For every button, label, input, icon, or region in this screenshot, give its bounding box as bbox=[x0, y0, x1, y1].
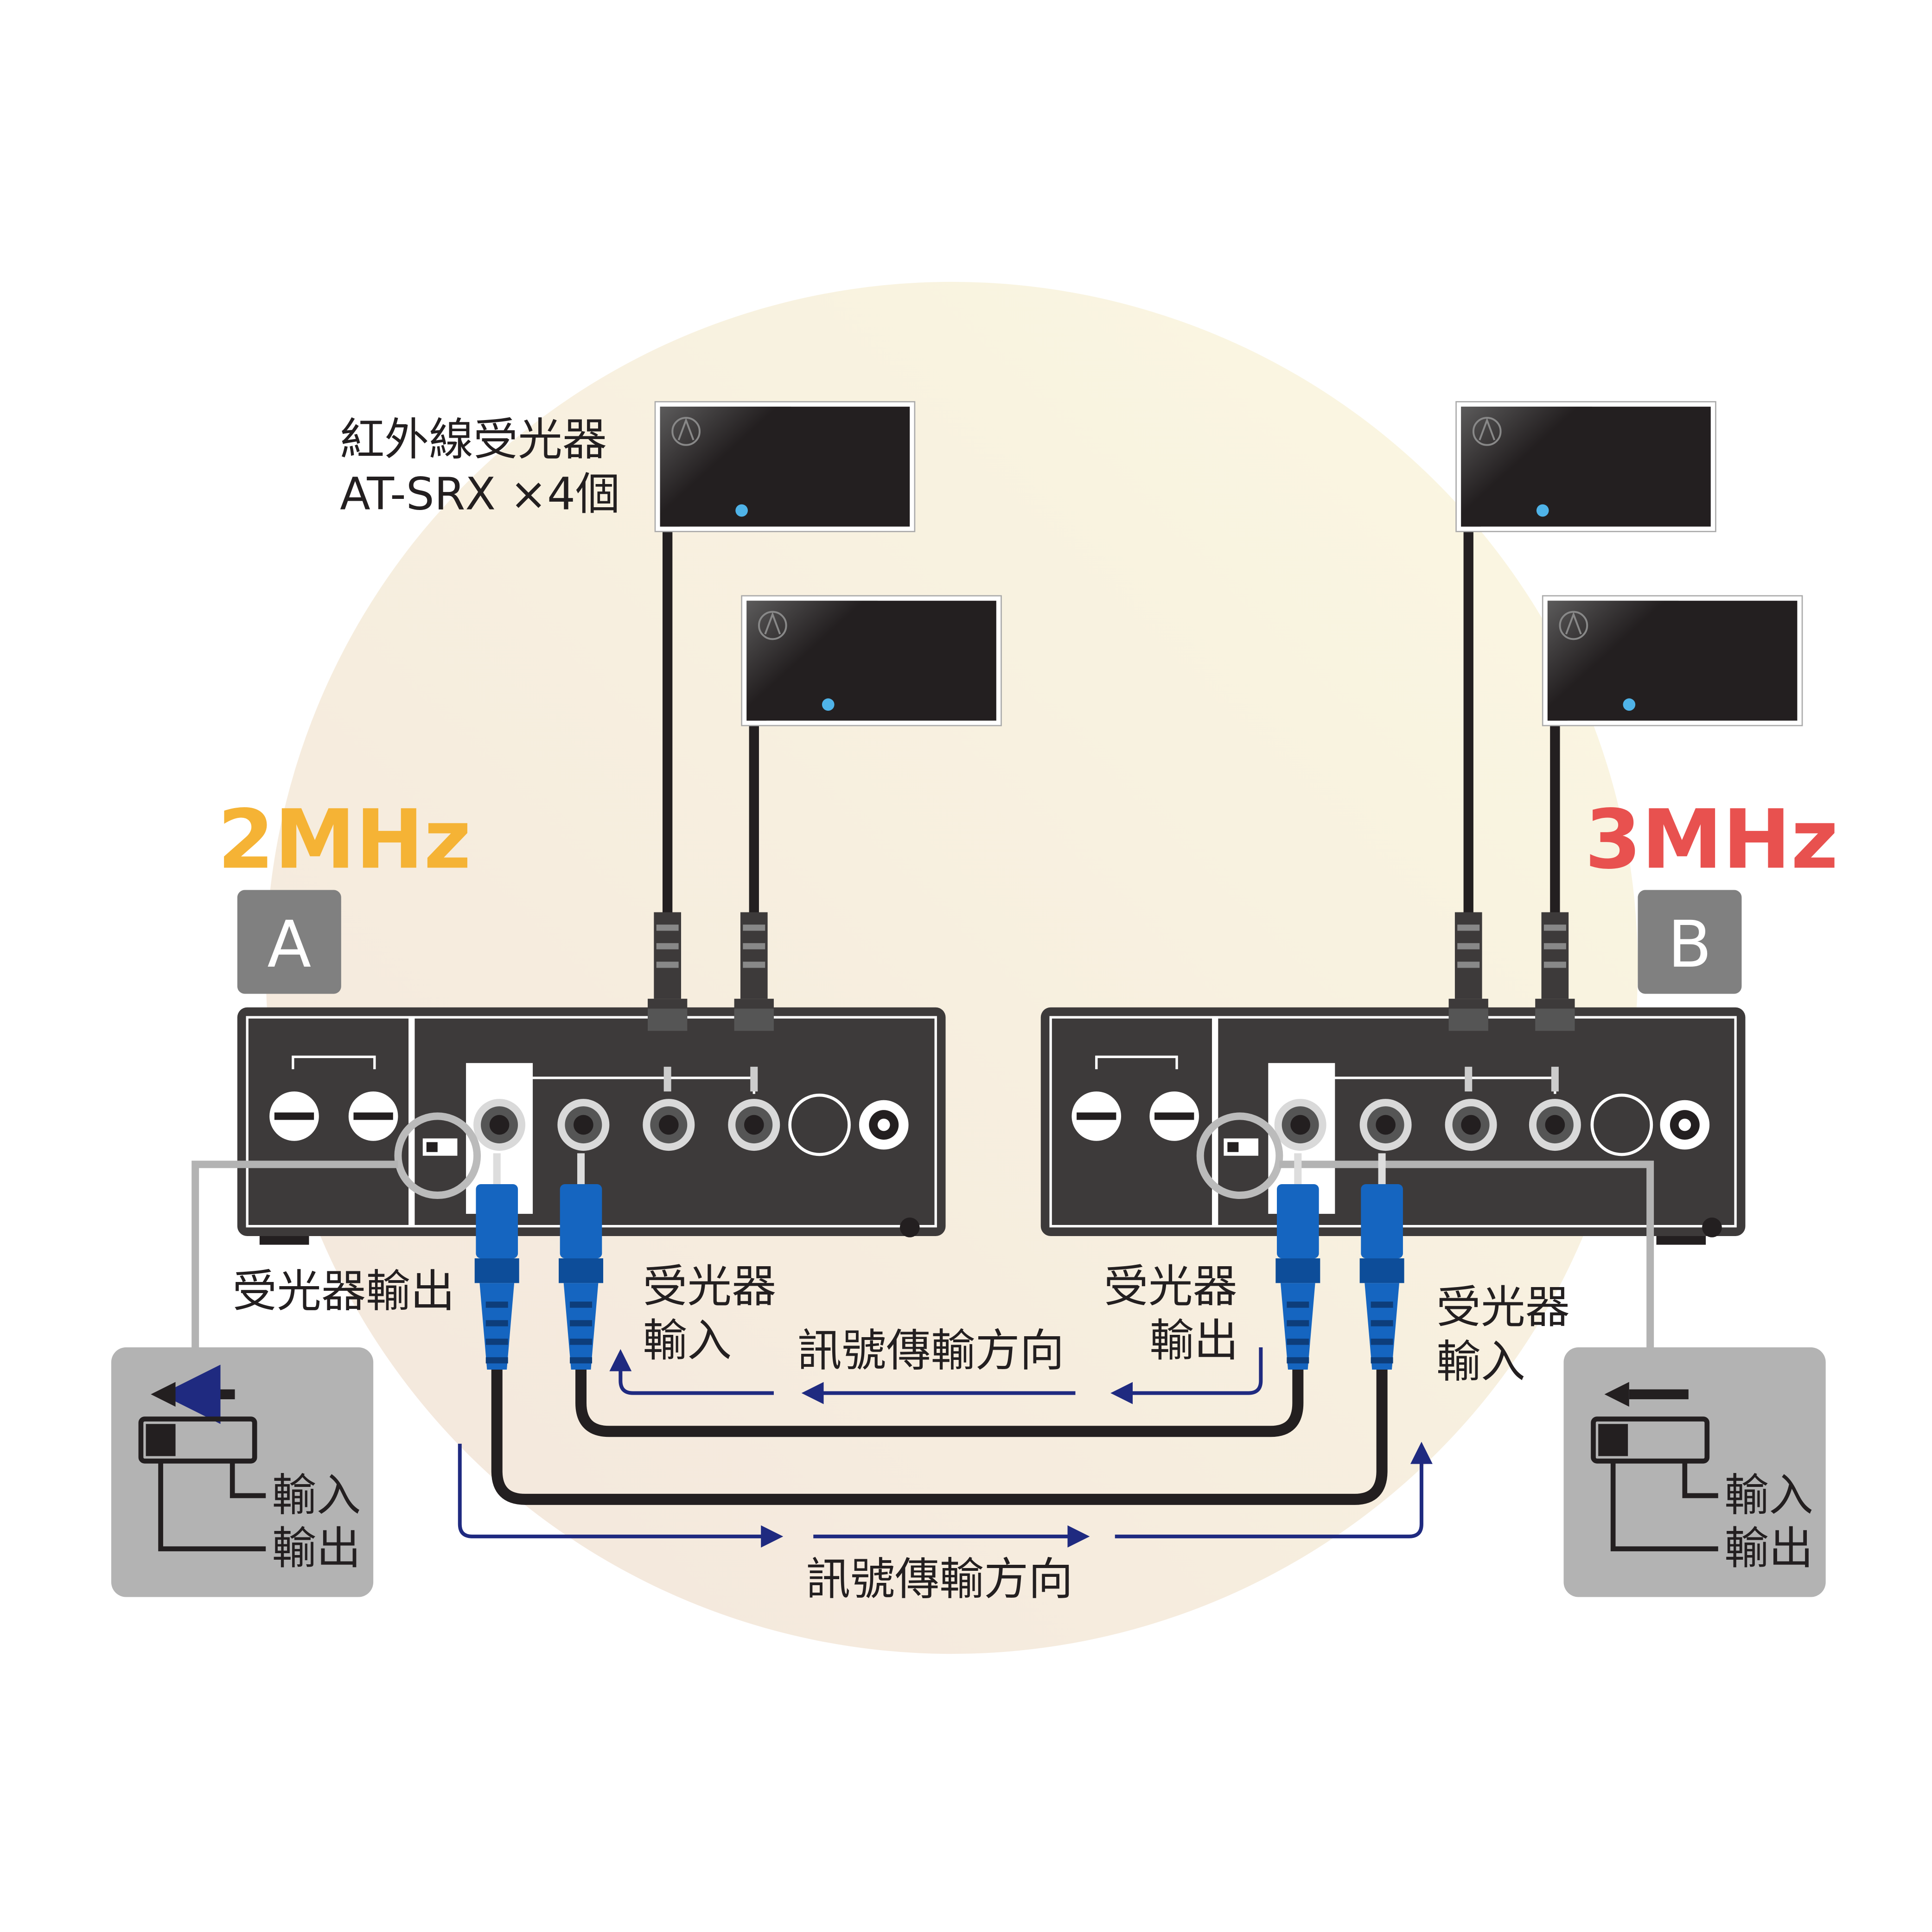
ir-receiver-a2 bbox=[740, 595, 1002, 727]
label-signal-direction-bottom: 訊號傳輸方向 bbox=[806, 1553, 1073, 1605]
frequency-b: 3MHz bbox=[1585, 793, 1838, 887]
switch-b-output-label: 輸出 bbox=[1724, 1523, 1813, 1575]
label-b-receiver-out-1: 受光器 bbox=[1104, 1260, 1237, 1312]
label-a-receiver-out: 受光器輸出 bbox=[232, 1265, 455, 1317]
label-signal-direction-top: 訊號傳輸方向 bbox=[797, 1325, 1065, 1377]
switch-a-output-label: 輸出 bbox=[272, 1523, 361, 1575]
receiver-label-name: 紅外線受光器 bbox=[340, 414, 607, 465]
unit-b-badge: B bbox=[1668, 907, 1712, 982]
switch-panel-a: 輸入 輸出 bbox=[111, 1347, 374, 1597]
switch-a-input-label: 輸入 bbox=[272, 1469, 361, 1521]
ir-receiver-b2 bbox=[1542, 595, 1804, 727]
frequency-a: 2MHz bbox=[217, 793, 471, 887]
switch-b-input-label: 輸入 bbox=[1724, 1469, 1813, 1521]
label-b-receiver-in-2: 輸入 bbox=[1436, 1336, 1525, 1388]
switch-panel-b: 輸入 輸出 bbox=[1563, 1347, 1826, 1597]
ir-receiver-a1 bbox=[654, 401, 916, 533]
receiver-label-model: AT-SRX ×4個 bbox=[340, 468, 620, 520]
label-b-receiver-in-1: 受光器 bbox=[1436, 1282, 1570, 1333]
ir-receiver-b1 bbox=[1455, 401, 1717, 533]
signal-arrows bbox=[458, 1347, 1433, 1548]
unit-a-badge: A bbox=[267, 907, 311, 982]
label-a-receiver-in-2: 輸入 bbox=[643, 1315, 732, 1367]
label-a-receiver-in-1: 受光器 bbox=[643, 1260, 776, 1312]
label-b-receiver-out-2: 輸出 bbox=[1149, 1315, 1238, 1367]
